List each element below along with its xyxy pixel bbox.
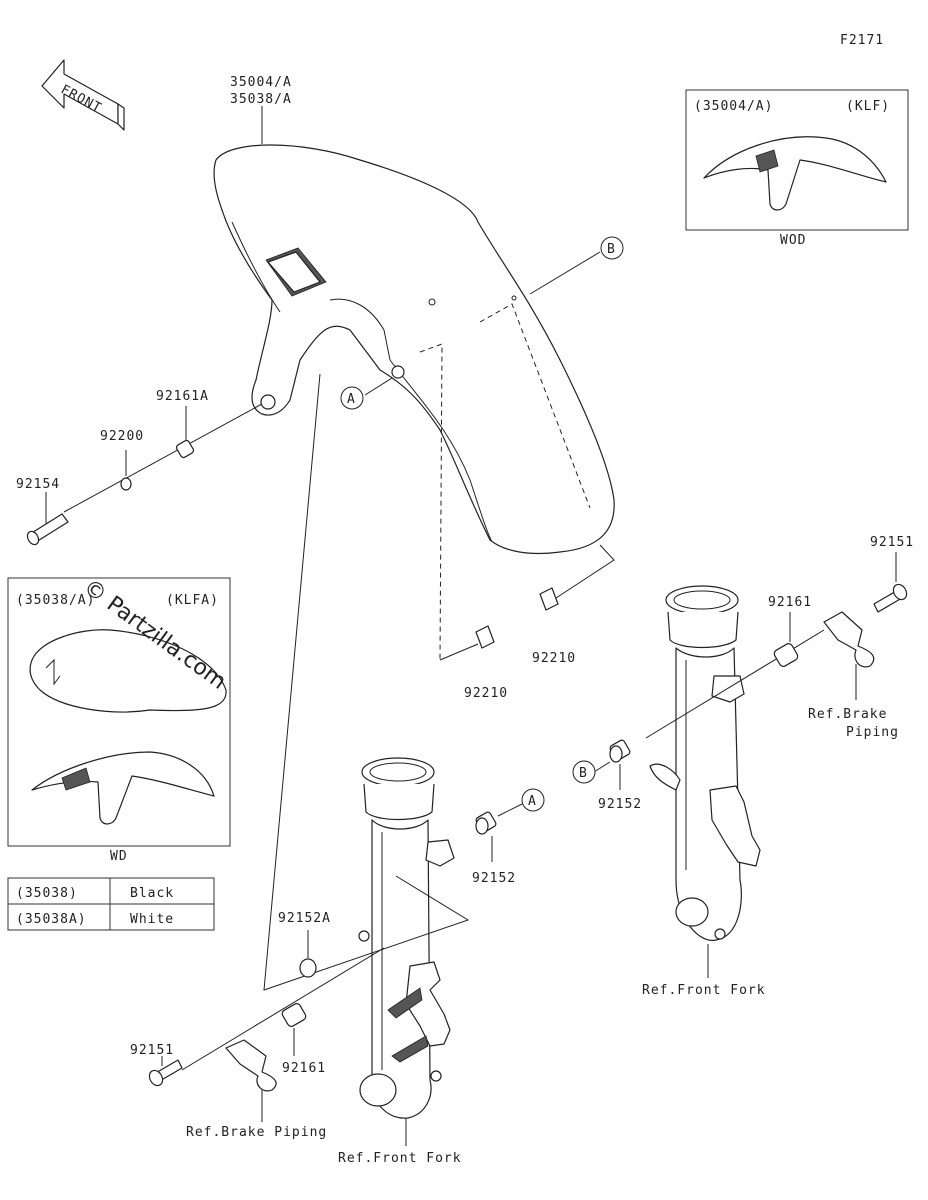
part-number-92152-left: 92152 — [472, 871, 516, 886]
callout-b-fork: B — [579, 766, 588, 781]
collar-92152-right — [609, 739, 631, 763]
bolt-92154 — [26, 513, 69, 546]
part-number-35038: 35038/A — [230, 92, 292, 107]
callout-a-fender: A — [347, 392, 356, 407]
part-number-92161-right: 92161 — [768, 595, 812, 610]
color-table-color-0: Black — [130, 886, 174, 901]
inset-right-fender — [703, 136, 887, 211]
part-number-92151-left: 92151 — [130, 1043, 174, 1058]
collar-92152a — [299, 958, 317, 978]
color-table-color-1: White — [130, 912, 174, 927]
inset-left-box — [7, 577, 231, 847]
part-number-92200: 92200 — [100, 429, 144, 444]
part-number-92210-left: 92210 — [464, 686, 508, 701]
front-fork-left — [358, 757, 455, 1119]
part-number-92154: 92154 — [16, 477, 60, 492]
ref-brake-piping-left: Ref.Brake Piping — [186, 1125, 327, 1140]
front-arrow-icon: FRONT — [41, 59, 125, 131]
diagram-id: F2171 — [840, 33, 884, 48]
part-number-35004: 35004/A — [230, 75, 292, 90]
callout-b-fender: B — [607, 242, 616, 257]
inset-left-caption: WD — [110, 849, 128, 864]
inset-right-box — [685, 89, 909, 231]
part-number-92152a: 92152A — [278, 911, 331, 926]
front-fork-right — [649, 585, 761, 941]
collar-92161-right — [773, 643, 799, 667]
collar-92161a — [175, 439, 195, 459]
color-table-code-1: (35038A) — [16, 912, 87, 927]
inset-left-part: (35038/A) — [16, 593, 95, 608]
inset-right-model: (KLF) — [846, 99, 890, 114]
front-fender — [213, 144, 615, 661]
brake-piping-clamp-left — [225, 1039, 277, 1092]
washer-92200 — [120, 477, 132, 491]
inset-left-fender-side — [31, 751, 215, 825]
brake-piping-clamp-right — [823, 611, 875, 668]
inset-left-fender-top — [29, 629, 227, 713]
inset-left-model: (KLFA) — [166, 593, 219, 608]
nut-92210-left — [475, 625, 495, 649]
ref-front-fork-left: Ref.Front Fork — [338, 1151, 462, 1166]
bolt-92151-right — [873, 583, 908, 613]
inset-right-part: (35004/A) — [694, 99, 773, 114]
callout-a-fork: A — [528, 794, 537, 809]
part-number-92161a: 92161A — [156, 389, 209, 404]
inset-right-caption: WOD — [780, 233, 806, 248]
color-table: (35038) Black (35038A) White — [7, 877, 215, 931]
nut-92210-right — [539, 587, 559, 611]
part-number-92151-right: 92151 — [870, 535, 914, 550]
part-number-92152-right: 92152 — [598, 797, 642, 812]
ref-brake-piping-right-line2: Piping — [846, 725, 899, 740]
part-number-92210-right: 92210 — [532, 651, 576, 666]
ref-front-fork-right: Ref.Front Fork — [642, 983, 766, 998]
ref-brake-piping-right-line1: Ref.Brake — [808, 707, 887, 722]
collar-92161-left — [281, 1003, 307, 1027]
part-number-92161-left: 92161 — [282, 1061, 326, 1076]
color-table-code-0: (35038) — [16, 886, 78, 901]
collar-92152-left — [475, 811, 497, 835]
bolt-92151-left — [148, 1059, 183, 1087]
